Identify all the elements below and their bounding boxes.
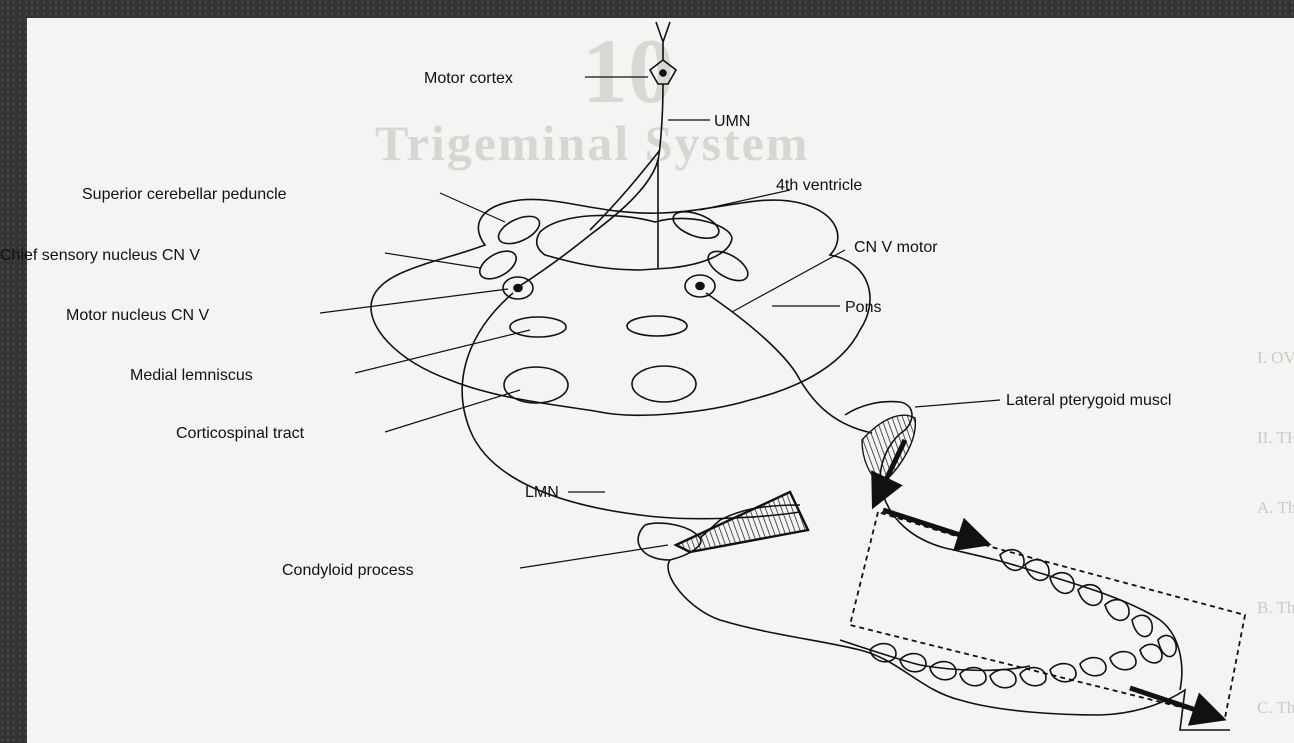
mandible [645, 523, 1230, 730]
fourth-ventricle [537, 215, 732, 270]
label-motor-cortex: Motor cortex [424, 70, 513, 87]
label-superior-cerebellar-peduncle: Superior cerebellar peduncle [82, 186, 287, 203]
chief-sensory-nucleus-left [475, 245, 521, 284]
motion-box-dashed [850, 512, 1245, 718]
label-lmn: LMN [525, 484, 559, 501]
label-lateral-pterygoid: Lateral pterygoid muscl [1006, 392, 1171, 409]
pons-outline [371, 199, 870, 415]
label-corticospinal-tract: Corticospinal tract [176, 425, 305, 442]
medial-lemniscus-right [627, 316, 687, 336]
label-condyloid-process: Condyloid process [282, 562, 414, 579]
umn-fiber [521, 84, 663, 285]
motion-arrow-jaw [1130, 688, 1220, 718]
chief-sensory-nucleus-right [703, 245, 752, 286]
label-cn-v-motor: CN V motor [854, 239, 938, 256]
corticospinal-tract-left [504, 367, 568, 403]
label-pons: Pons [845, 299, 881, 316]
label-motor-nucleus: Motor nucleus CN V [66, 307, 209, 324]
lmn-fiber-left [462, 293, 800, 519]
label-medial-lemniscus: Medial lemniscus [130, 367, 253, 384]
label-chief-sensory-nucleus: Chief sensory nucleus CN V [0, 247, 200, 264]
label-umn: UMN [714, 113, 750, 130]
medial-lemniscus-left [510, 317, 566, 337]
motion-arrow-forward [883, 510, 985, 543]
corticospinal-tract-right [632, 366, 696, 402]
label-fourth-ventricle: 4th ventricle [776, 177, 862, 194]
